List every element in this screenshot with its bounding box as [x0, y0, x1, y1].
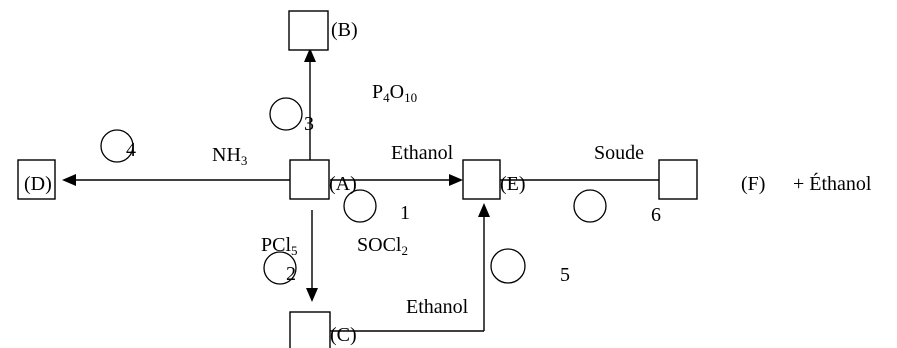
reagent-p4o10: P4O10 — [372, 81, 417, 105]
arrowhead-d — [62, 174, 76, 186]
box-b — [288, 10, 329, 51]
label-e: (E) — [500, 173, 526, 195]
arrowhead-c — [306, 288, 318, 302]
arrowhead-e — [449, 174, 463, 186]
reagent-ethanol-top: Ethanol — [391, 142, 454, 164]
step-number-3: 3 — [304, 113, 314, 135]
box-d — [17, 159, 56, 200]
reagent-ethanol-bottom: Ethanol — [406, 296, 469, 318]
reagent-nh3: NH3 — [212, 144, 247, 168]
step-number-1: 1 — [400, 202, 410, 224]
box-f — [658, 159, 698, 200]
arrowhead-e-from-c — [478, 203, 490, 217]
label-f: (F) — [741, 173, 765, 195]
step-number-4: 4 — [126, 139, 136, 161]
step-circle-6 — [573, 189, 607, 223]
step-circle-2 — [263, 251, 297, 285]
label-c: (C) — [330, 324, 357, 346]
step-circle-3 — [269, 97, 303, 131]
arrowhead-b — [304, 48, 316, 62]
step-number-2: 2 — [286, 263, 296, 285]
step-circle-4 — [100, 129, 134, 163]
step-number-6: 6 — [651, 204, 661, 226]
label-b: (B) — [331, 19, 358, 41]
label-a: (A) — [329, 173, 357, 195]
reagent-socl2: SOCl2 — [357, 234, 408, 258]
byproduct-label: + Éthanol — [793, 172, 872, 195]
reagent-pcl5: PCl5 — [261, 234, 298, 258]
box-c — [289, 311, 331, 348]
box-a — [289, 159, 330, 200]
reagent-soude: Soude — [594, 142, 644, 164]
step-number-5: 5 — [560, 264, 570, 286]
label-d: (D) — [24, 173, 52, 195]
box-e — [462, 159, 501, 200]
step-circle-5 — [490, 248, 526, 284]
step-circle-1 — [343, 189, 377, 223]
